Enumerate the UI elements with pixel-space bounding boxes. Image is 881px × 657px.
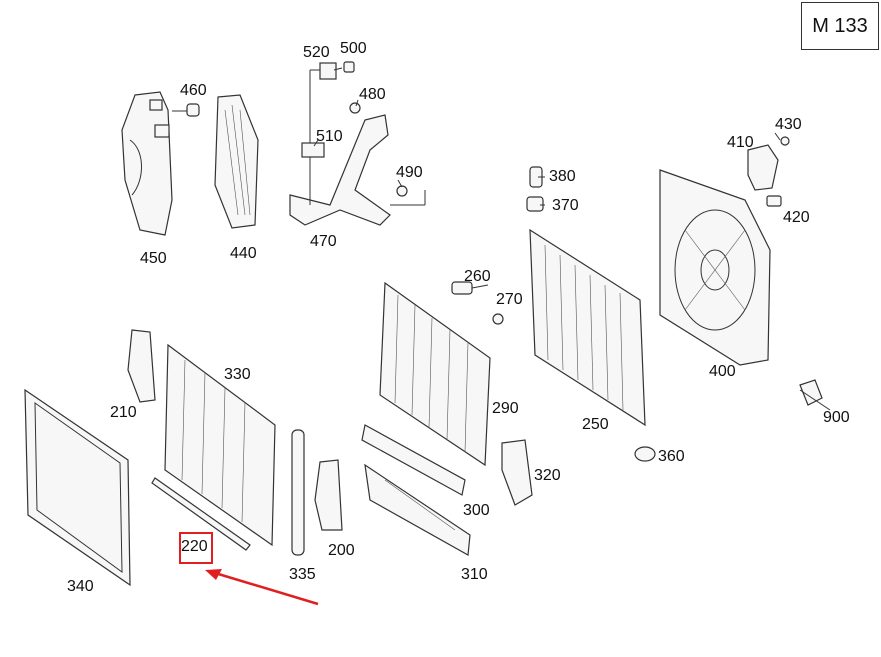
part-500-nut	[343, 61, 355, 73]
arrow-head-icon	[205, 569, 222, 580]
callout-200: 200	[328, 542, 355, 559]
callout-310: 310	[461, 566, 488, 583]
callout-360: 360	[658, 448, 685, 465]
callout-430: 430	[775, 116, 802, 133]
part-400-fan-shroud	[659, 169, 771, 366]
leader-lines	[313, 67, 831, 411]
part-480-bolt	[349, 102, 361, 114]
callout-330: 330	[224, 366, 251, 383]
callout-440: 440	[230, 245, 257, 262]
callout-460: 460	[180, 82, 207, 99]
part-460-cap	[172, 103, 200, 117]
callout-480: 480	[359, 86, 386, 103]
part-440-cooler	[214, 94, 259, 229]
callout-335: 335	[289, 566, 316, 583]
part-900-bracket	[799, 379, 823, 406]
callout-410: 410	[727, 134, 754, 151]
part-200-bracket	[314, 459, 343, 531]
callout-250: 250	[582, 416, 609, 433]
callout-320: 320	[534, 467, 561, 484]
part-510-clip	[301, 142, 325, 158]
callout-500: 500	[340, 40, 367, 57]
part-430-nut	[780, 136, 790, 146]
part-290-condenser	[379, 281, 491, 467]
callout-290: 290	[492, 400, 519, 417]
part-410-bracket	[747, 144, 779, 191]
part-320-housing	[501, 439, 533, 506]
part-300-intercooler	[361, 424, 466, 496]
callout-210: 210	[110, 404, 137, 421]
model-code: M 133	[812, 14, 868, 37]
part-360-grommet	[634, 446, 656, 462]
callout-490: 490	[396, 164, 423, 181]
part-450-expansion-tank	[121, 91, 173, 236]
part-520-clip	[319, 62, 337, 80]
callout-450: 450	[140, 250, 167, 267]
highlight-arrow	[214, 571, 319, 606]
part-370-mount	[526, 196, 544, 212]
part-210-bracket	[127, 329, 156, 403]
callout-900: 900	[823, 409, 850, 426]
part-340-frame	[24, 388, 131, 587]
part-335-pipe	[291, 429, 305, 556]
callout-340: 340	[67, 578, 94, 595]
callout-380: 380	[549, 168, 576, 185]
part-220-strip	[151, 477, 251, 551]
part-490-bolt	[396, 185, 408, 197]
highlight-marker	[179, 532, 319, 606]
callout-labels: 520 500 460 480 510 490 450 440 470 410 …	[67, 40, 850, 595]
callout-260: 260	[464, 268, 491, 285]
callout-470: 470	[310, 233, 337, 250]
part-270-seal	[492, 313, 504, 325]
part-250-radiator	[529, 228, 646, 427]
callout-370: 370	[552, 197, 579, 214]
callout-270: 270	[496, 291, 523, 308]
part-420-bolt	[766, 195, 782, 207]
callout-300: 300	[463, 502, 490, 519]
part-330-condenser	[164, 343, 276, 547]
callout-520: 520	[303, 44, 330, 61]
callout-510: 510	[316, 128, 343, 145]
callout-420: 420	[783, 209, 810, 226]
callout-220: 220	[181, 538, 208, 555]
highlight-box	[179, 532, 213, 564]
model-code-box: M 133	[801, 2, 879, 50]
callout-400: 400	[709, 363, 736, 380]
part-310-duct	[364, 463, 471, 556]
